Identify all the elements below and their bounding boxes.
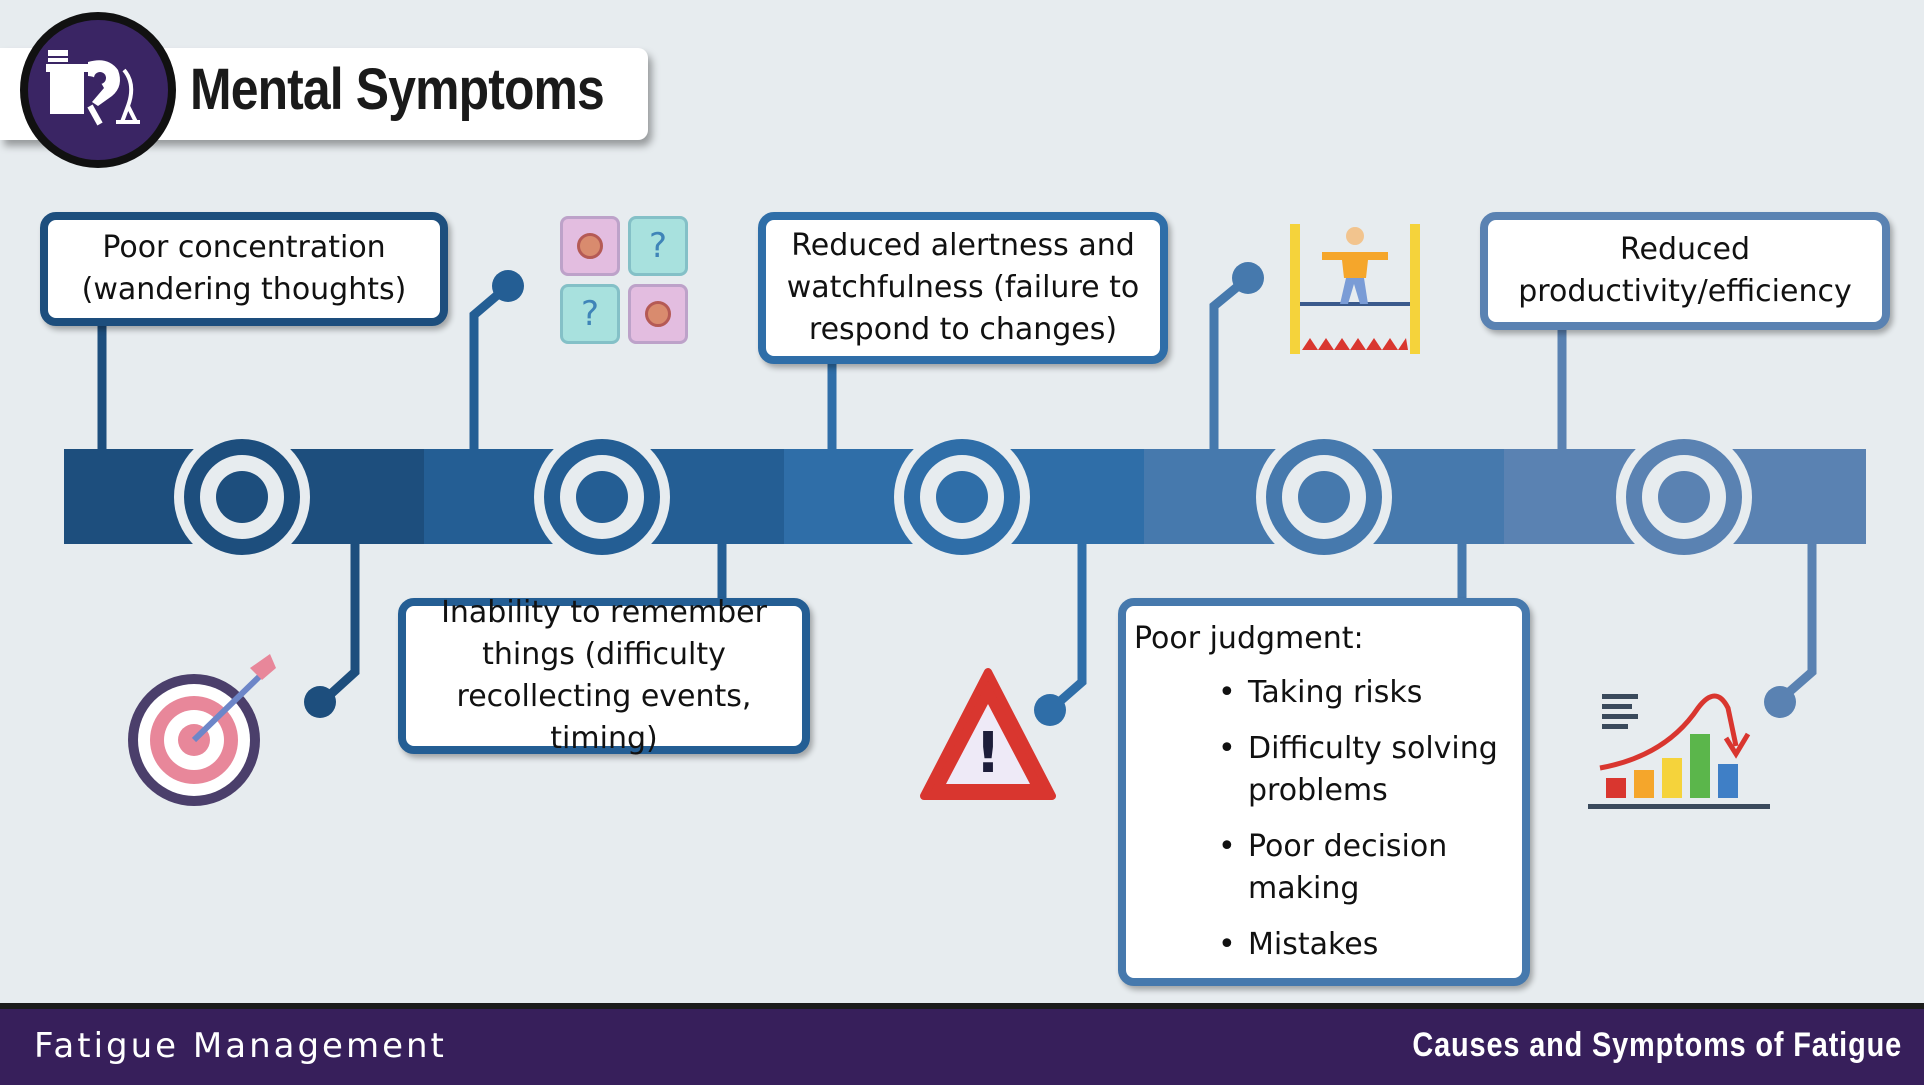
stem-dot-5 (1764, 686, 1796, 718)
symptom-text-line: productivity/efficiency (1518, 274, 1852, 309)
symptom-box-concentration: Poor concentration (wandering thoughts) (40, 212, 448, 326)
flower-icon (645, 301, 671, 327)
worker-at-desk-icon (20, 12, 176, 168)
page-title: Mental Symptoms (190, 57, 605, 122)
target-arrow-icon (128, 654, 276, 806)
symptom-box-alertness: Reduced alertness and watchfulness (fail… (758, 212, 1168, 364)
timeline-node-2 (534, 430, 670, 564)
stem-dot-4 (1232, 262, 1264, 294)
symptom-text-line: Reduced alertness and (791, 228, 1135, 263)
symptom-text-line: things (difficulty (482, 637, 726, 672)
list-item-text: Mistakes (1248, 927, 1379, 962)
symptom-box-memory: Inability to remember things (difficulty… (398, 595, 810, 756)
stem-dot-3 (1034, 694, 1066, 726)
judgment-title: Poor judgment: (1134, 621, 1364, 656)
flower-icon (577, 233, 603, 259)
symptom-text-line: respond to changes) (808, 312, 1118, 347)
symptom-text-line: Poor concentration (102, 230, 386, 265)
timeline-node-1 (174, 430, 310, 564)
symptom-text-line: recollecting events, timing) (456, 679, 752, 756)
footer-section-title: Causes and Symptoms of Fatigue (1412, 1026, 1902, 1064)
list-item-text: problems (1248, 773, 1388, 808)
symptom-text-line: Inability to remember (441, 595, 767, 630)
timeline-nodes (174, 430, 1752, 564)
declining-bar-chart-icon (1588, 693, 1770, 809)
stem-5-lower (1775, 535, 1817, 705)
stem-dot-2 (492, 270, 524, 302)
warning-triangle-icon: ! (920, 664, 1056, 804)
list-item-text: Taking risks (1248, 675, 1423, 710)
timeline-node-3 (894, 430, 1030, 564)
footer-course-title: Fatigue Management (34, 1026, 447, 1066)
list-item: Difficulty solving problems (1218, 728, 1514, 812)
warning-mark: ! (975, 721, 1001, 786)
tightrope-walker-icon (1290, 224, 1420, 354)
symptom-text-line: watchfulness (failure to (786, 270, 1140, 305)
memory-card: ? (560, 284, 620, 344)
stem-2-upper (469, 281, 513, 457)
stem-1-lower (317, 535, 360, 707)
list-item-text: Poor decision (1248, 829, 1448, 864)
memory-card (628, 284, 688, 344)
list-item: Mistakes (1218, 924, 1514, 966)
memory-card (560, 216, 620, 276)
memory-cards-icon: ? ? (560, 216, 692, 348)
list-item: Taking risks (1218, 672, 1514, 714)
stem-4-upper (1209, 273, 1253, 457)
judgment-list: Taking risks Difficulty solvingproblems … (1218, 672, 1514, 980)
symptom-text-line: Reduced (1619, 232, 1750, 267)
list-item: Poor decision making (1218, 826, 1514, 910)
footer-bar (0, 1003, 1924, 1085)
list-item-text: Difficulty solving (1248, 731, 1498, 766)
symptom-box-productivity: Reduced productivity/efficiency (1480, 212, 1890, 330)
list-item-text: making (1248, 871, 1360, 906)
timeline-node-5 (1616, 430, 1752, 564)
timeline-node-4 (1256, 430, 1392, 564)
symptom-box-judgment: Poor judgment: Taking risks Difficulty s… (1118, 598, 1530, 986)
memory-card: ? (628, 216, 688, 276)
symptom-text-line: (wandering thoughts) (81, 272, 407, 307)
stem-dot-1 (304, 686, 336, 718)
